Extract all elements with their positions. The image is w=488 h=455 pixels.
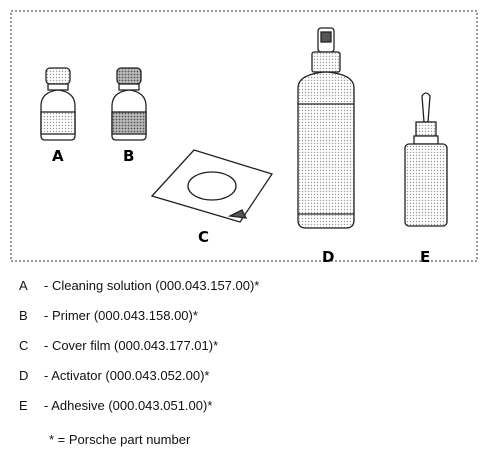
legend-text: - Cover film (000.043.177.01)* xyxy=(44,338,219,353)
footnote: * = Porsche part number xyxy=(49,432,191,447)
legend-letter: B xyxy=(19,308,28,323)
legend-text: - Primer (000.043.158.00)* xyxy=(44,308,198,323)
legend-text: - Cleaning solution (000.043.157.00)* xyxy=(44,278,260,293)
label-b: B xyxy=(123,147,134,165)
label-a: A xyxy=(52,147,64,165)
label-c: C xyxy=(198,228,209,246)
parts-illustration: A B C D E xyxy=(10,10,478,262)
legend-letter: D xyxy=(19,368,29,383)
legend-text: - Adhesive (000.043.051.00)* xyxy=(44,398,213,413)
label-d: D xyxy=(322,248,334,262)
primer-bottle-icon xyxy=(111,67,147,141)
legend-letter: C xyxy=(19,338,29,353)
bottle-icon xyxy=(40,67,76,141)
glue-bottle-icon xyxy=(404,92,448,227)
spray-bottle-icon xyxy=(297,27,355,229)
figure-frame xyxy=(10,10,478,262)
label-e: E xyxy=(420,248,430,262)
legend-text: - Activator (000.043.052.00)* xyxy=(44,368,210,383)
cover-film-icon xyxy=(150,149,274,223)
legend-letter: A xyxy=(19,278,28,293)
legend-letter: E xyxy=(19,398,28,413)
